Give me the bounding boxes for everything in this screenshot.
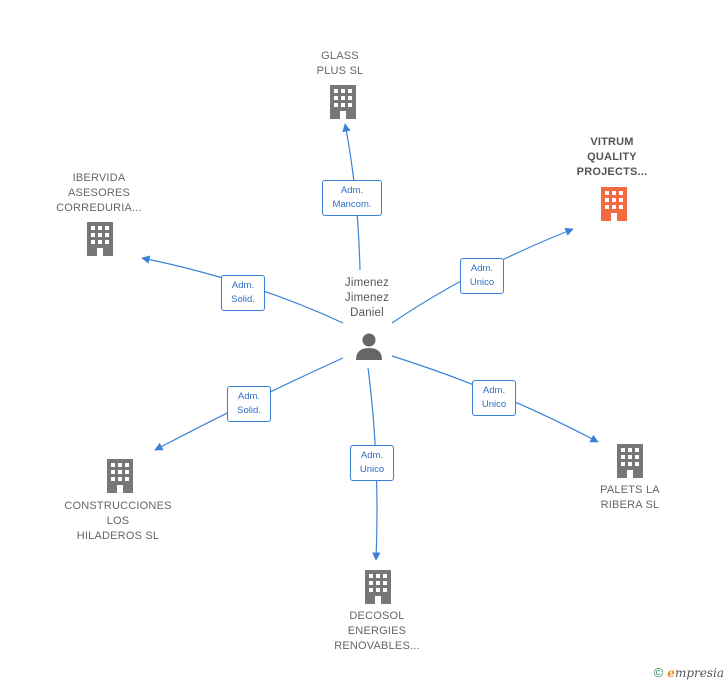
company-label-palets[interactable]: PALETS LA RIBERA SL xyxy=(600,484,660,511)
relation-badge-palets[interactable]: Adm. Unico xyxy=(472,380,516,416)
building-icon-ibervida[interactable] xyxy=(84,222,116,256)
relation-badge-glass[interactable]: Adm. Mancom. xyxy=(322,180,382,216)
company-label-decosol[interactable]: DECOSOL ENERGIES RENOVABLES... xyxy=(334,610,420,652)
footer-brand: ©empresia xyxy=(654,665,724,680)
company-label-ibervida[interactable]: IBERVIDA ASESORES CORREDURIA... xyxy=(56,172,142,214)
company-label-construcciones[interactable]: CONSTRUCCIONES LOS HILADEROS SL xyxy=(64,500,172,542)
company-label-glass[interactable]: GLASS PLUS SL xyxy=(316,50,364,77)
relation-badge-ibervida[interactable]: Adm. Solid. xyxy=(221,275,265,311)
person-name[interactable]: Jimenez Jimenez Daniel xyxy=(344,277,390,319)
person-icon[interactable] xyxy=(354,331,384,361)
building-icon-glass[interactable] xyxy=(327,85,359,119)
building-icon-palets[interactable] xyxy=(614,444,646,478)
building-icon-decosol[interactable] xyxy=(362,570,394,604)
company-label-vitrum[interactable]: VITRUM QUALITY PROJECTS... xyxy=(576,136,648,178)
building-icon-vitrum[interactable] xyxy=(598,187,630,221)
building-icon-construcciones[interactable] xyxy=(104,459,136,493)
empresia-logo[interactable]: empresia xyxy=(667,666,724,680)
relation-badge-construcciones[interactable]: Adm. Solid. xyxy=(227,386,271,422)
relation-badge-vitrum[interactable]: Adm. Unico xyxy=(460,258,504,294)
copyright-icon: © xyxy=(653,665,664,680)
relation-badge-decosol[interactable]: Adm. Unico xyxy=(350,445,394,481)
